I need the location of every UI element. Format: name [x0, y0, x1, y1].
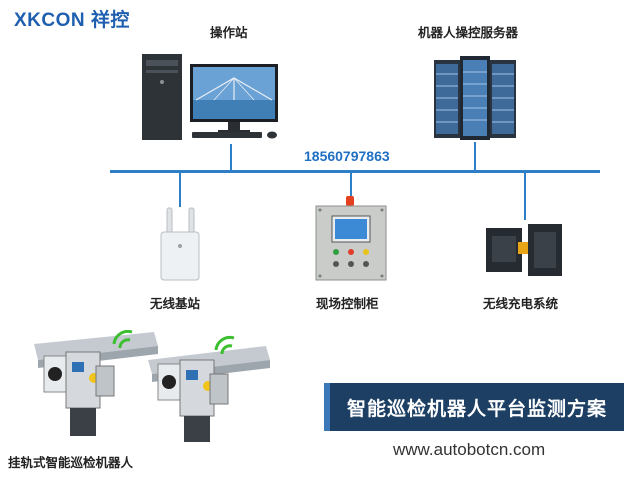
- website-link[interactable]: www.autobotcn.com: [393, 440, 546, 459]
- solution-banner: 智能巡检机器人平台监测方案: [324, 383, 624, 431]
- rail-robot-illustration: [34, 330, 270, 442]
- charging-indicator-icon: [518, 242, 530, 254]
- contact-phone: 18560797863: [304, 148, 390, 164]
- network-bus: [110, 170, 600, 173]
- workstation-label: 操作站: [210, 25, 248, 40]
- brand-logo-name: XKCON: [14, 10, 86, 31]
- connector-cabinet: [350, 173, 352, 201]
- connector-charging: [524, 173, 526, 220]
- server-rack-left: [434, 60, 460, 138]
- wifi-signal-icon: [214, 335, 235, 351]
- pc-mouse: [267, 131, 277, 139]
- cabinet-illustration: [315, 196, 387, 281]
- pc-keyboard: [192, 132, 262, 138]
- server-rack-right: [490, 60, 516, 138]
- server-label: 机器人操控服务器: [418, 25, 519, 40]
- pc-tower: [142, 54, 182, 140]
- server-rack-center: [460, 56, 490, 140]
- alarm-light-icon: [346, 196, 354, 206]
- charging-label: 无线充电系统: [483, 296, 559, 311]
- base-station-illustration: [160, 207, 200, 281]
- rail-robot-1: [34, 332, 158, 436]
- rail-robot-2: [148, 346, 270, 442]
- wifi-signal-icon: [112, 330, 133, 345]
- connector-base-station: [179, 173, 181, 207]
- charging-illustration: [486, 224, 562, 276]
- robot-label: 挂轨式智能巡检机器人: [8, 455, 134, 470]
- connector-workstation: [230, 144, 232, 171]
- brand-logo-cn: 祥控: [90, 10, 130, 31]
- brand-logo: XKCON 祥控: [14, 5, 130, 32]
- connector-server: [474, 142, 476, 171]
- workstation-illustration: [142, 54, 278, 140]
- cabinet-label: 现场控制柜: [316, 296, 379, 311]
- base-station-label: 无线基站: [150, 296, 201, 311]
- server-illustration: [434, 56, 516, 140]
